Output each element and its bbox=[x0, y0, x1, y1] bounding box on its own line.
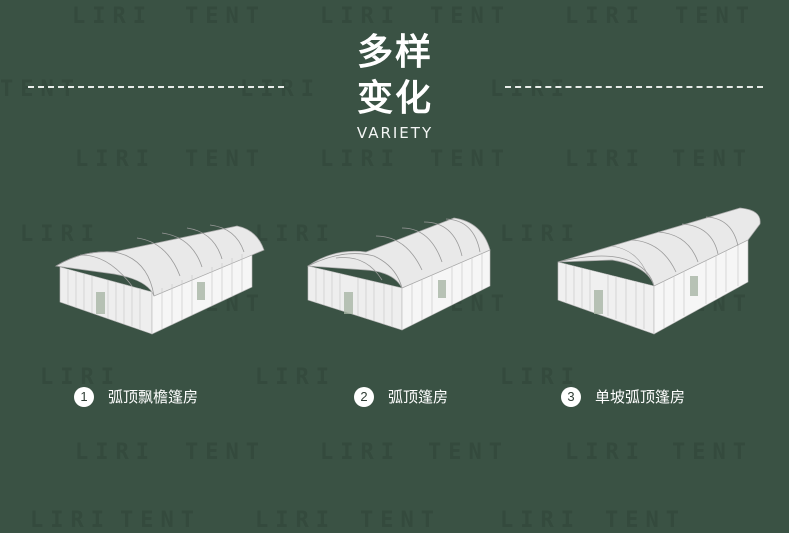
arc-roof-eaves-tent-image bbox=[54, 224, 265, 335]
tent-name: 弧顶飘檐篷房 bbox=[108, 388, 199, 406]
watermark-text: LIRI bbox=[30, 508, 111, 533]
watermark-text: LIRI bbox=[565, 147, 646, 172]
watermark-text: TENT bbox=[360, 508, 441, 533]
tent-name: 单坡弧顶篷房 bbox=[595, 388, 686, 406]
watermark-text: TENT bbox=[185, 147, 266, 172]
watermark-text: TENT bbox=[0, 77, 81, 102]
watermark-text: LIRI bbox=[500, 508, 581, 533]
number-badge: 1 bbox=[74, 386, 94, 407]
page-title: 多样 变化 VARIETY bbox=[340, 30, 450, 142]
title-line-2: 变化 bbox=[356, 78, 433, 119]
watermark-text: LIRI bbox=[320, 440, 401, 465]
watermark-text: TENT bbox=[428, 440, 509, 465]
watermark-text: TENT bbox=[185, 440, 266, 465]
watermark-text: TENT bbox=[120, 508, 201, 533]
divider-left bbox=[28, 86, 284, 88]
watermark-text: TENT bbox=[672, 147, 753, 172]
arc-roof-tent-image bbox=[306, 217, 491, 331]
number-badge: 3 bbox=[561, 386, 581, 407]
watermark-text: LIRI bbox=[565, 4, 646, 29]
number-badge: 2 bbox=[354, 386, 374, 407]
watermark-text: TENT bbox=[672, 440, 753, 465]
watermark-text: LIRI bbox=[255, 365, 336, 390]
watermark-text: LIRI bbox=[72, 4, 153, 29]
watermark-text: LIRI bbox=[75, 147, 156, 172]
tent-label-2: 2 弧顶篷房 bbox=[354, 386, 448, 407]
tent-label-3: 3 单坡弧顶篷房 bbox=[561, 386, 685, 407]
watermark-text: TENT bbox=[605, 508, 686, 533]
watermark-text: TENT bbox=[430, 4, 511, 29]
title-line-1: 多样 bbox=[356, 32, 433, 73]
tent-label-1: 1 弧顶飘檐篷房 bbox=[74, 386, 198, 407]
divider-right bbox=[505, 86, 763, 88]
watermark-text: LIRI bbox=[240, 77, 321, 102]
watermark-text: TENT bbox=[430, 147, 511, 172]
watermark-text: TENT bbox=[675, 4, 756, 29]
watermark-text: LIRI bbox=[320, 4, 401, 29]
watermark-text: LIRI bbox=[320, 147, 401, 172]
watermark-text: LIRI bbox=[490, 77, 571, 102]
single-slope-arc-roof-tent-image bbox=[557, 207, 761, 335]
watermark-text: LIRI bbox=[255, 508, 336, 533]
watermark-text: TENT bbox=[185, 4, 266, 29]
watermark-text: LIRI bbox=[565, 440, 646, 465]
tent-name: 弧顶篷房 bbox=[388, 388, 449, 406]
watermark-text: LIRI bbox=[75, 440, 156, 465]
title-subtitle: VARIETY bbox=[356, 124, 434, 142]
